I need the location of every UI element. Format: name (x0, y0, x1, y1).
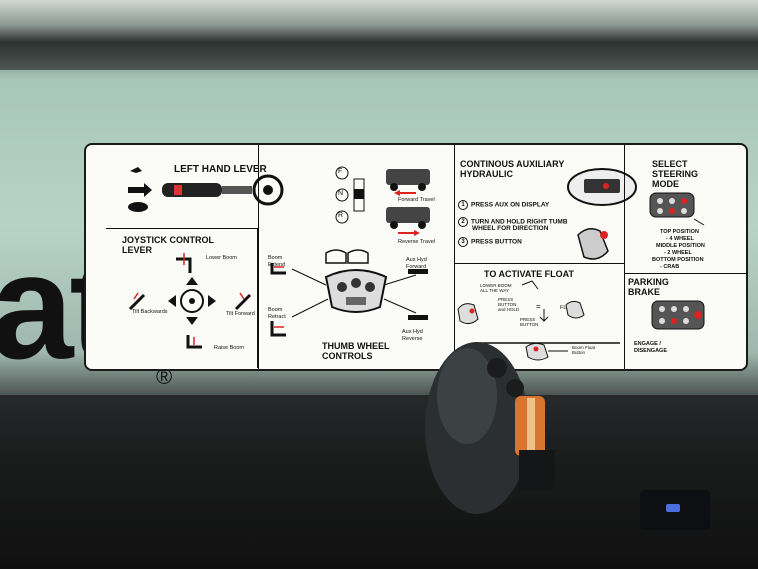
float-press-button-2: BUTTON (520, 322, 539, 327)
divider (454, 263, 624, 264)
left-hand-lever-illustration (128, 167, 284, 212)
parking-title-1: PARKING (628, 277, 669, 287)
aux-title-2: HYDRAULIC (460, 169, 513, 179)
steering-title-2: STEERING (652, 169, 699, 179)
dashboard (0, 395, 758, 569)
float-lower-boom-2: ALL THE WAY (480, 288, 510, 293)
joystick-panel (106, 228, 258, 368)
arrow-right-icon (128, 187, 144, 193)
float-press-button-1: PRESS (520, 317, 536, 322)
forward-travel-label: Forward Travel (398, 197, 435, 203)
steering-switch-illustration (649, 192, 705, 226)
aux-forward-label-1: Aux Hyd (406, 257, 427, 263)
indicator-light (666, 504, 680, 512)
steer-mid-1: MIDDLE POSITION (656, 243, 705, 249)
steer-bot-2: - CRAB (660, 264, 680, 270)
turtle-icon (128, 202, 148, 212)
aux-title-1: CONTINOUS AUXILIARY (460, 159, 565, 169)
steer-mid-2: - 2 WHEEL (664, 250, 692, 256)
windshield-top (0, 0, 758, 70)
thumb-wheel-illustration (270, 249, 428, 337)
float-press-hold-3: and HOLD (498, 307, 520, 312)
aux-reverse-label-1: Aux Hyd (402, 329, 423, 335)
boom-retract-label-1: Boom (268, 307, 283, 313)
boom-retract-label-2: Retract (268, 314, 286, 320)
console-switch (640, 490, 710, 530)
steering-title-3: MODE (652, 179, 679, 189)
float-illustration: = (457, 280, 620, 361)
divider (258, 145, 259, 369)
gear-n: N (338, 190, 344, 197)
steer-bot-1: BOTTOM POSITION (652, 257, 704, 263)
raise-boom-label: Raise Boom (214, 345, 244, 351)
float-lower-boom-1: LOWER BOOM (480, 283, 512, 288)
steering-title-1: SELECT (652, 159, 688, 169)
boom-extend-label-1: Boom (268, 255, 283, 261)
controls-decal: LEFT HAND LEVER JOYSTICK CONTROL LEVER L… (84, 143, 748, 371)
gear-r: R (338, 212, 344, 219)
joystick-title-1: JOYSTICK CONTROL (122, 235, 215, 245)
joystick-knob-icon (180, 289, 204, 313)
aux-step-2-line-2: WHEEL FOR DIRECTION (472, 225, 549, 232)
svg-text:=: = (536, 302, 541, 311)
divider (454, 145, 455, 369)
boom-float-label-1: Boom Float (572, 345, 596, 350)
thumb-wheel-title-2: CONTROLS (322, 351, 373, 361)
float-title: TO ACTIVATE FLOAT (484, 269, 574, 279)
thumb-wheel-title-1: THUMB WHEEL (322, 341, 390, 351)
aux-forward-label-2: Forward (406, 264, 427, 270)
parking-engage: ENGAGE / (634, 341, 661, 347)
steer-top-1: TOP POSITION (660, 229, 699, 235)
joystick-title-2: LEVER (122, 245, 153, 255)
joystick-knob-photo (425, 342, 555, 514)
book-icon (325, 249, 369, 264)
boom-float-label-2: Button (572, 350, 586, 355)
gear-f: F (338, 168, 343, 175)
joystick-illustration (128, 253, 252, 349)
lower-boom-label: Lower Boom (206, 255, 237, 261)
aux-reverse-label-2: Reverse (402, 336, 423, 342)
parking-switch-illustration (651, 300, 705, 330)
telehandler-icon (386, 169, 430, 185)
boom-extend-label-2: Extend (268, 262, 286, 268)
tilt-forward-label: Tilt Forward (226, 311, 255, 317)
travel-illustration (335, 166, 430, 236)
float-press-hold-1: PRESS (498, 297, 514, 302)
aux-illustration (567, 168, 637, 260)
steer-top-2: - 4 WHEEL (666, 236, 694, 242)
left-hand-lever-title: LEFT HAND LEVER (174, 164, 267, 175)
parking-title-2: BRAKE (628, 287, 661, 297)
divider (624, 273, 748, 274)
float-press-hold-2: BUTTON (498, 302, 517, 307)
rabbit-icon (130, 167, 142, 173)
tilt-backwards-label: Tilt Backwards (132, 309, 168, 315)
divider (624, 145, 625, 369)
parking-disengage: DISENGAGE (634, 348, 668, 354)
reverse-travel-label: Reverse Travel (398, 239, 435, 245)
